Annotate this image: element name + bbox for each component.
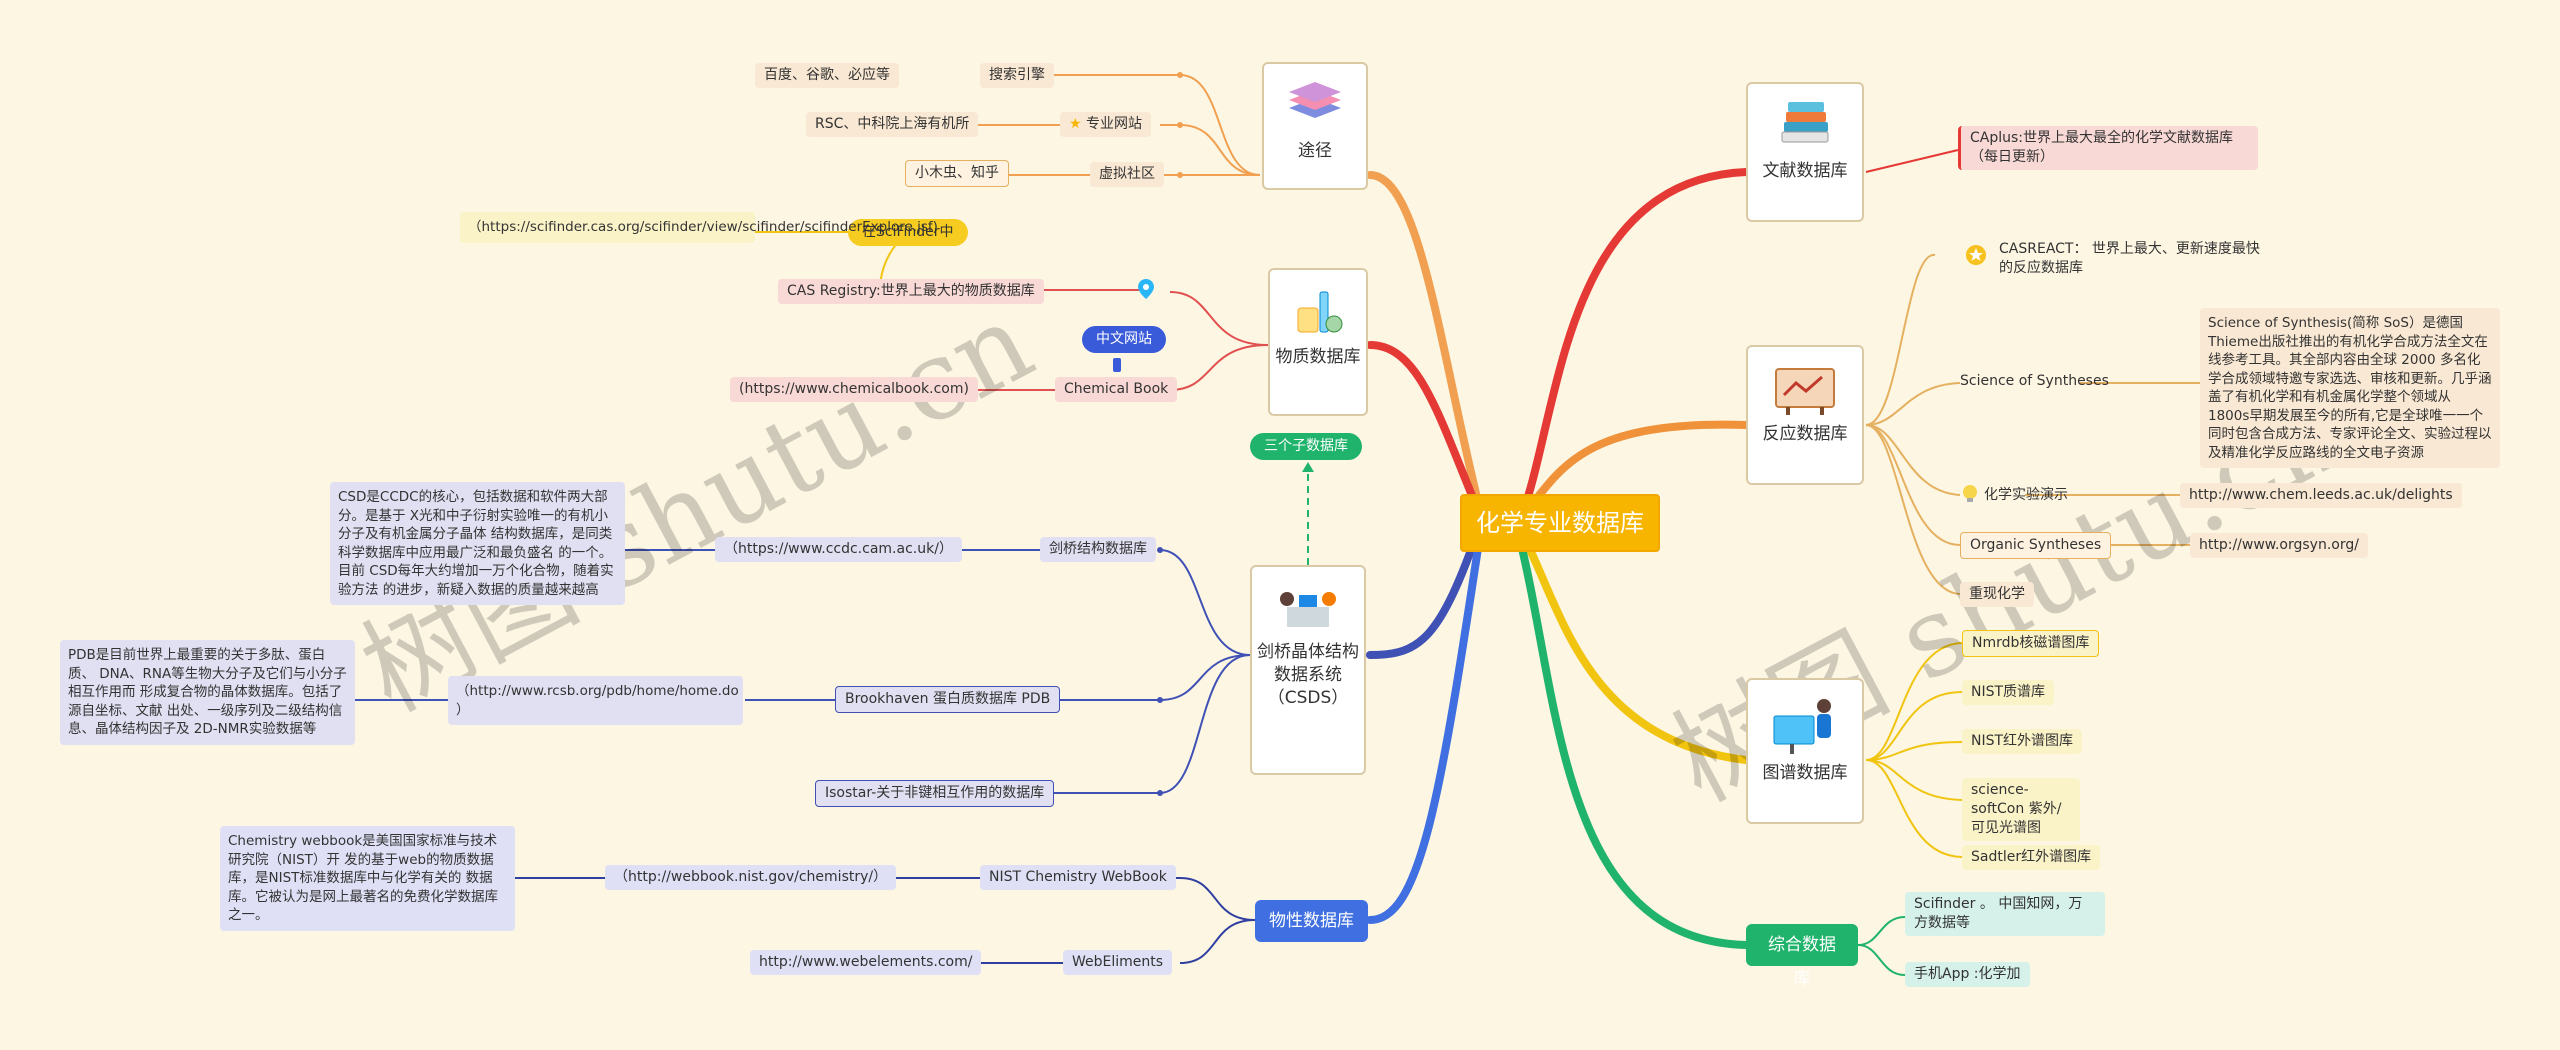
branch-substance[interactable]: 物质数据库 [1268,268,1368,416]
team-desk-icon [1280,592,1336,627]
ccdc-url[interactable]: （https://www.ccdc.cam.ac.uk/） [715,537,962,562]
pdb-item[interactable]: Brookhaven 蛋白质数据库 PDB [835,686,1061,713]
orgsyn-url[interactable]: http://www.orgsyn.org/ [2190,533,2368,558]
branch-general[interactable]: 综合数据库 [1746,924,1858,989]
demo-url[interactable]: http://www.chem.leeds.ac.uk/delights [2180,483,2462,508]
branch-label: 物质数据库 [1275,347,1361,367]
ccdc-description: CSD是CCDC的核心，包括数据和软件两大部分。是基于 X光和中子衍射实验唯一的… [330,482,625,605]
general-item[interactable]: 手机App :化学加 [1905,962,2030,987]
branch-literature[interactable]: 文献数据库 [1746,82,1864,222]
chemicalbook-item[interactable]: Chemical Book [1055,377,1178,402]
spectra-item[interactable]: Sadtler红外谱图库 [1962,845,2101,870]
center-topic[interactable]: 化学专业数据库 [1460,494,1660,552]
spectra-item[interactable]: NIST质谱库 [1962,680,2055,705]
casreact-text: CASREACT： 世界上最大、更新速度最快的反应数据库 [1999,241,2260,276]
star-icon: ★ [1069,116,1082,132]
demo-item[interactable]: 化学实验演示 [1960,484,2068,505]
branch-label: 图谱数据库 [1762,763,1848,783]
star-icon [1966,245,1986,265]
branch-label: 文献数据库 [1762,161,1848,181]
pdb-url[interactable]: （http://www.rcsb.org/pdb/home/home.do ） [448,676,743,725]
chemicalbook-url[interactable]: (https://www.chemicalbook.com) [730,377,978,402]
branch-reaction[interactable]: 反应数据库 [1746,345,1864,485]
branch-route[interactable]: 途径 [1262,62,1368,190]
bookmark-icon [1113,358,1121,372]
chinese-site-pill[interactable]: 中文网站 [1082,326,1166,353]
sos-item[interactable]: Science of Syntheses [1960,373,2109,389]
branch-label: 反应数据库 [1762,424,1848,444]
presenter-icon [1773,699,1831,754]
branch-csds[interactable]: 剑桥晶体结构数据系统（CSDS） [1250,565,1366,775]
lightbulb-icon [1963,485,1977,502]
spectra-item[interactable]: science-softCon 紫外/可见光谱图 [1962,778,2080,841]
branch-spectra[interactable]: 图谱数据库 [1746,678,1864,824]
nist-item[interactable]: NIST Chemistry WebBook [980,865,1176,890]
books-icon [1781,102,1829,143]
isostar-item[interactable]: Isostar-关于非键相互作用的数据库 [815,780,1055,807]
orgsyn-item[interactable]: Organic Syntheses [1960,532,2112,559]
lab-icon [1297,291,1343,333]
ccdc-item[interactable]: 剑桥结构数据库 [1040,537,1156,562]
route-detail[interactable]: RSC、中科院上海有机所 [806,112,979,137]
branch-label: 途径 [1298,141,1332,161]
replay-item[interactable]: 重现化学 [1960,582,2034,607]
spectra-item[interactable]: Nmrdb核磁谱图库 [1962,630,2100,657]
cas-registry-item[interactable]: CAS Registry:世界上最大的物质数据库 [778,279,1044,304]
webelements-url[interactable]: http://www.webelements.com/ [750,950,982,975]
pdb-description: PDB是目前世界上最重要的关于多肽、蛋白质、 DNA、RNA等生物大分子及它们与… [60,640,355,745]
route-detail[interactable]: 百度、谷歌、必应等 [755,63,899,88]
caplus-item[interactable]: CAplus:世界上最大最全的化学文献数据库（每日更新） [1958,126,2258,170]
route-item-search[interactable]: 搜索引擎 [980,63,1054,88]
whiteboard-icon [1775,368,1835,415]
branch-physical[interactable]: 物性数据库 [1255,900,1368,942]
spectra-item[interactable]: NIST红外谱图库 [1962,729,2083,754]
demo-label: 化学实验演示 [1984,487,2068,503]
location-pin-icon [1138,279,1154,299]
casreact-item[interactable]: CASREACT： 世界上最大、更新速度最快的反应数据库 [1963,240,2263,278]
route-detail[interactable]: 小木虫、知乎 [905,160,1009,187]
scifinder-pill[interactable]: 在SciFinder中 [848,219,968,246]
route-item-label: 专业网站 [1086,116,1143,132]
general-item[interactable]: Scifinder 。 中国知网，万方数据等 [1905,892,2105,936]
route-item-pro[interactable]: ★ 专业网站 [1060,112,1152,137]
scifinder-url[interactable]: （https://scifinder.cas.org/scifinder/vie… [460,212,938,243]
branch-label: 剑桥晶体结构数据系统（CSDS） [1257,642,1359,708]
webelements-item[interactable]: WebEliments [1063,950,1173,975]
sub-database-pill[interactable]: 三个子数据库 [1250,433,1362,460]
sos-description: Science of Synthesis(简称 SoS）是德国Thieme出版社… [2200,308,2500,468]
route-item-community[interactable]: 虚拟社区 [1090,162,1164,187]
nist-description: Chemistry webbook是美国国家标准与技术研究院（NIST）开 发的… [220,826,515,931]
nist-url[interactable]: （http://webbook.nist.gov/chemistry/） [605,865,897,890]
layers-icon [1289,82,1341,118]
